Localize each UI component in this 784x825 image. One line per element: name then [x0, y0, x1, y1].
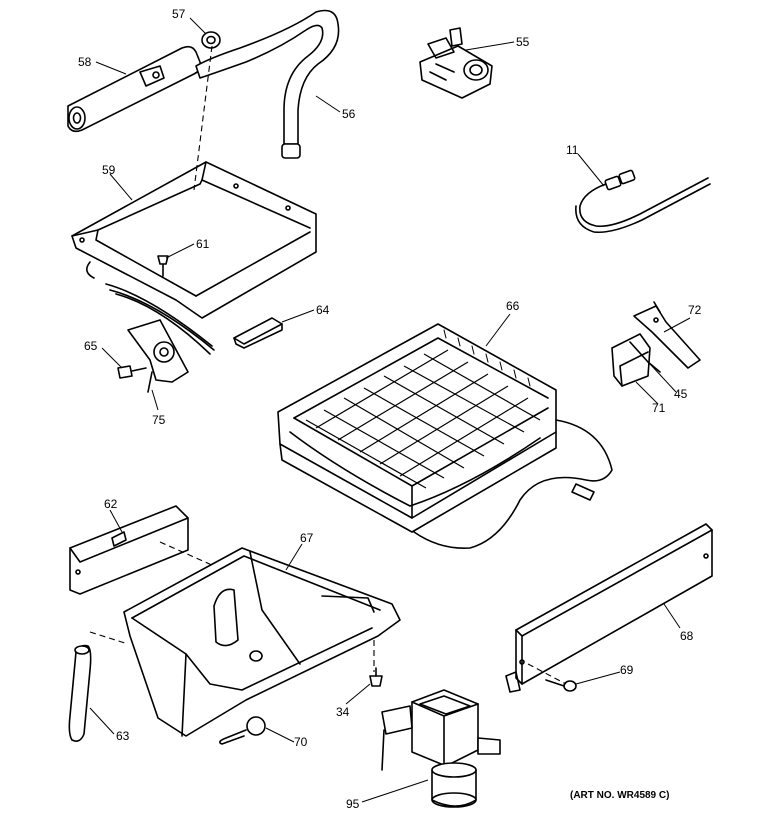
- callout-65: 65: [84, 339, 98, 353]
- part-69-screw: [545, 679, 577, 692]
- callout-72: 72: [688, 303, 702, 317]
- callout-57: 57: [172, 7, 186, 21]
- part-70-plug: [218, 716, 266, 745]
- part-11-tube: [575, 169, 711, 234]
- part-56-fill-hose: [195, 9, 340, 159]
- callout-34: 34: [336, 705, 350, 719]
- callout-labels: 57 58 56 55 11 59 61 64 66 72 65 75 45 7…: [78, 7, 702, 811]
- part-72-bracket: [633, 301, 701, 369]
- callout-95: 95: [346, 797, 360, 811]
- part-59-tray: [71, 161, 317, 355]
- part-64-bracket: [233, 317, 283, 349]
- part-62-bracket: [69, 505, 189, 595]
- part-67-ice-bucket: [123, 547, 401, 737]
- assembly-lines: [89, 45, 567, 685]
- callout-55: 55: [516, 35, 530, 49]
- art-number: (ART NO. WR4589 C): [570, 790, 669, 801]
- part-75-thermostat: [127, 319, 189, 393]
- part-63-tube: [68, 644, 92, 742]
- callout-59: 59: [102, 163, 116, 177]
- callout-11: 11: [566, 143, 579, 157]
- callout-66: 66: [506, 299, 520, 313]
- callout-45: 45: [674, 387, 688, 401]
- callout-62: 62: [104, 497, 118, 511]
- part-65-screw: [117, 365, 147, 379]
- callout-56: 56: [342, 107, 356, 121]
- part-55-water-valve: [419, 27, 493, 99]
- part-61-screw: [157, 255, 169, 277]
- callout-69: 69: [620, 663, 634, 677]
- part-58-inlet-tube: [67, 45, 202, 133]
- callout-64: 64: [316, 303, 330, 317]
- part-45-lever: [629, 341, 661, 373]
- callout-61: 61: [196, 237, 210, 251]
- part-66-ice-maker: [277, 323, 613, 549]
- callout-68: 68: [680, 629, 694, 643]
- callout-63: 63: [116, 729, 130, 743]
- leader-lines: [89, 17, 691, 803]
- callout-71: 71: [652, 401, 666, 415]
- callout-58: 58: [78, 55, 92, 69]
- callout-67: 67: [300, 531, 314, 545]
- callout-75: 75: [152, 413, 166, 427]
- part-95-motor: [381, 689, 501, 808]
- part-68-rail: [505, 523, 713, 693]
- callout-70: 70: [294, 735, 308, 749]
- part-71-switch: [611, 333, 651, 387]
- part-57-fitting: [201, 31, 221, 49]
- part-34-screw: [369, 667, 383, 687]
